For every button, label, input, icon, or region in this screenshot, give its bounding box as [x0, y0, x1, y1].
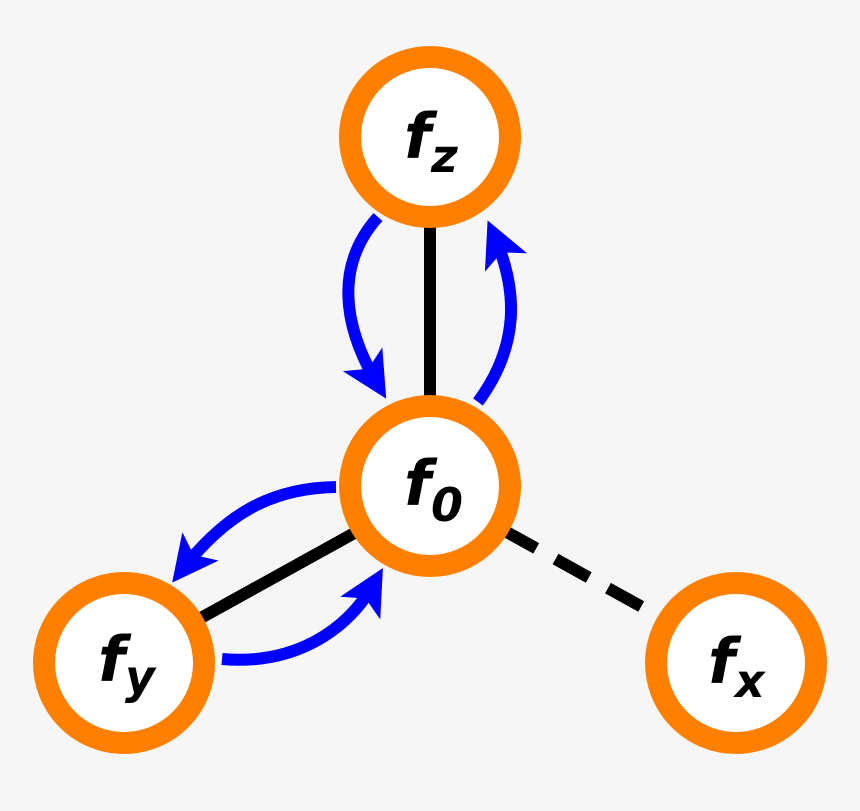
node-fz: fz: [339, 46, 521, 228]
arrow-f0-to-fy: [172, 481, 337, 583]
node-fz-label: fz: [404, 100, 458, 183]
node-f0-circle: [339, 395, 521, 577]
edges: [196, 222, 665, 625]
arrow-fz-to-f0: [342, 212, 387, 399]
node-fy: fy: [33, 572, 215, 754]
arrow-f0-to-fz: [473, 220, 528, 406]
node-fy-sub: y: [125, 650, 157, 704]
node-f0-sub: 0: [431, 478, 463, 532]
node-fz-sub: z: [430, 129, 458, 183]
arrows: [172, 212, 528, 666]
node-fz-circle: [339, 46, 521, 228]
node-fx-circle: [645, 572, 827, 754]
node-f0: f0: [339, 395, 521, 577]
node-fy-circle: [33, 572, 215, 754]
edge-f0-fy: [196, 525, 361, 625]
edge-f0-fx: [500, 524, 665, 624]
node-fx-sub: x: [733, 654, 766, 708]
arrow-fy-to-f0: [221, 568, 383, 666]
node-fx: fx: [645, 572, 827, 754]
